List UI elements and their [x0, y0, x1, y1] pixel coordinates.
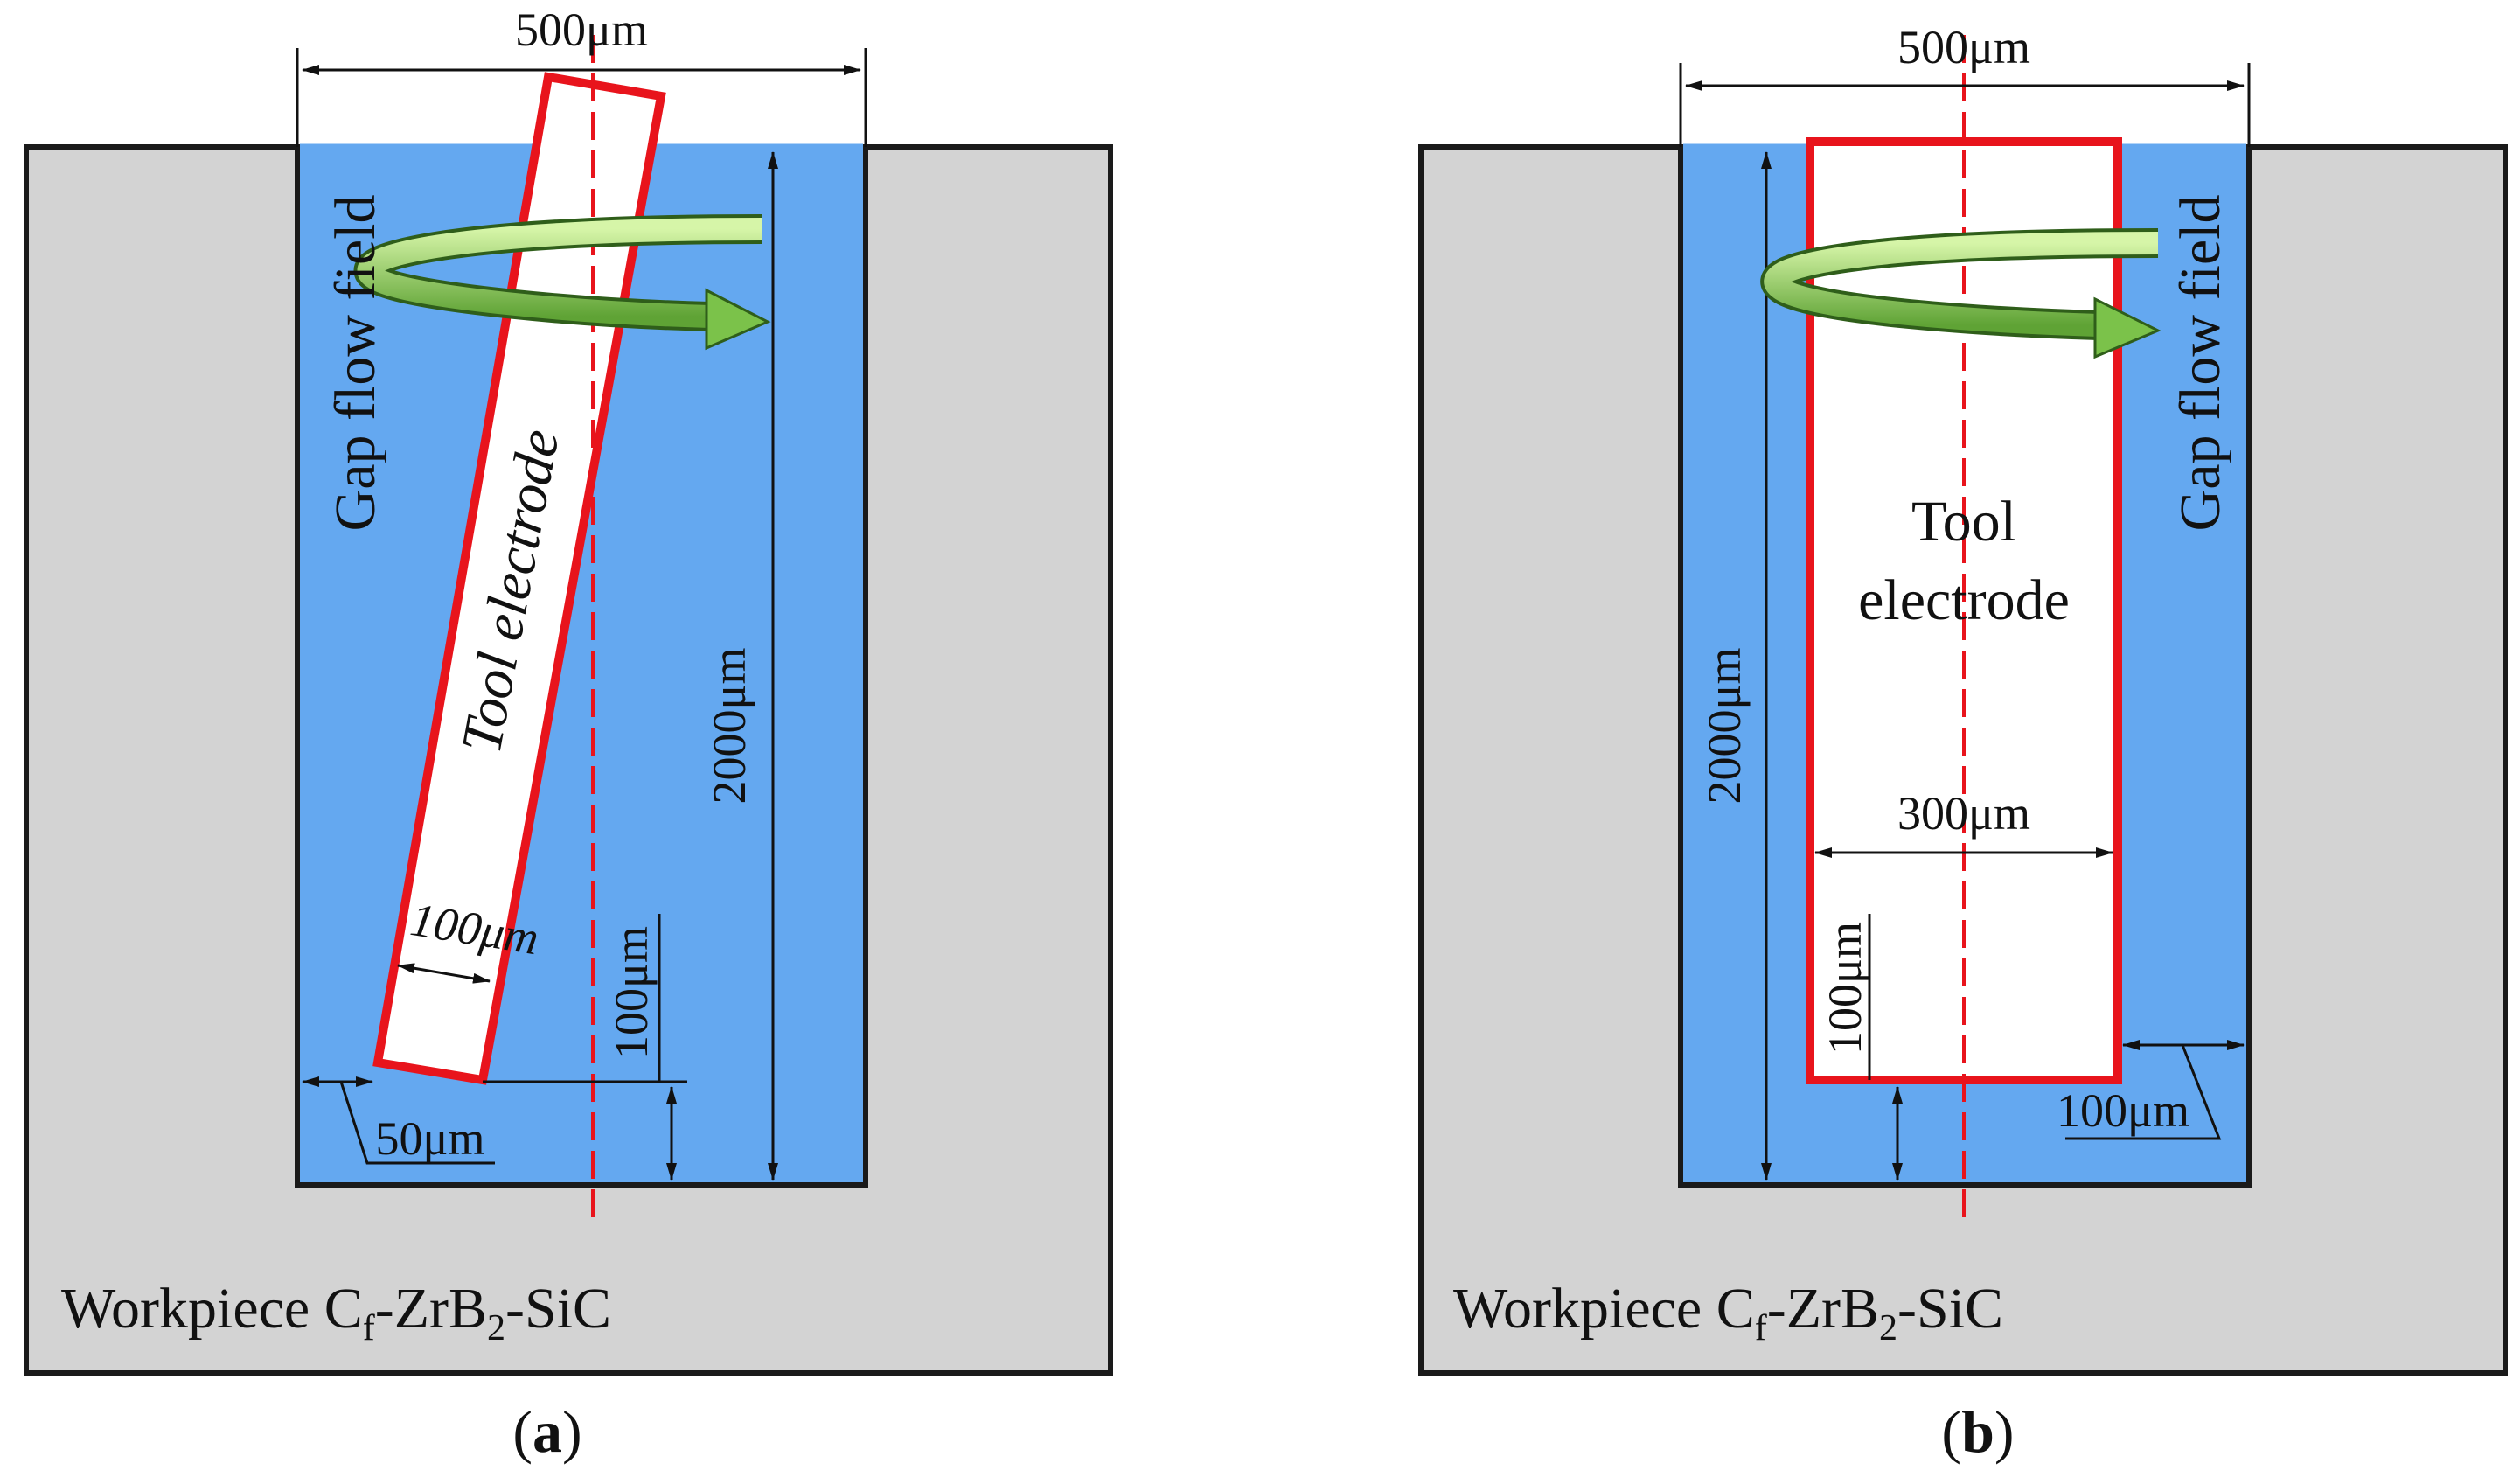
workpiece-label: Workpiece Cf-ZrB2-SiC	[1453, 1277, 2003, 1348]
dim-label-bottom-gap: 100μm	[605, 926, 658, 1059]
dim-label-side-gap: 50μm	[376, 1112, 485, 1165]
tool-electrode-tilted	[372, 72, 666, 1085]
dim-label-top: 500μm	[515, 3, 648, 56]
electrode-label-line1: Tool	[1911, 490, 2016, 554]
dim-label-height: 2000μm	[703, 648, 755, 805]
dim-label-height: 2000μm	[1698, 648, 1751, 805]
dim-label-bottom-gap: 100μm	[1819, 922, 1871, 1055]
dim-label-width: 300μm	[1897, 787, 2030, 840]
workpiece-label: Workpiece Cf-ZrB2-SiC	[61, 1277, 611, 1348]
flow-arrow	[1760, 228, 2161, 359]
dim-label-side-gap: 100μm	[2057, 1084, 2189, 1137]
electrode-label-line2: electrode	[1858, 568, 2070, 632]
panel-b: 500μm 2000μm Gap flow field Tool electro…	[1418, 21, 2508, 1465]
dim-label-top: 500μm	[1897, 21, 2030, 73]
panel-a: 500μm 2000μm Gap flow field Tool electro…	[24, 3, 1113, 1465]
flow-arrow	[353, 214, 771, 351]
caption-a: (a)	[512, 1398, 581, 1465]
caption-b: (b)	[1941, 1398, 2014, 1465]
gap-flow-label: Gap flow field	[2168, 195, 2232, 532]
gap-flow-label: Gap flow field	[324, 195, 387, 532]
dim-line-width	[397, 963, 491, 984]
